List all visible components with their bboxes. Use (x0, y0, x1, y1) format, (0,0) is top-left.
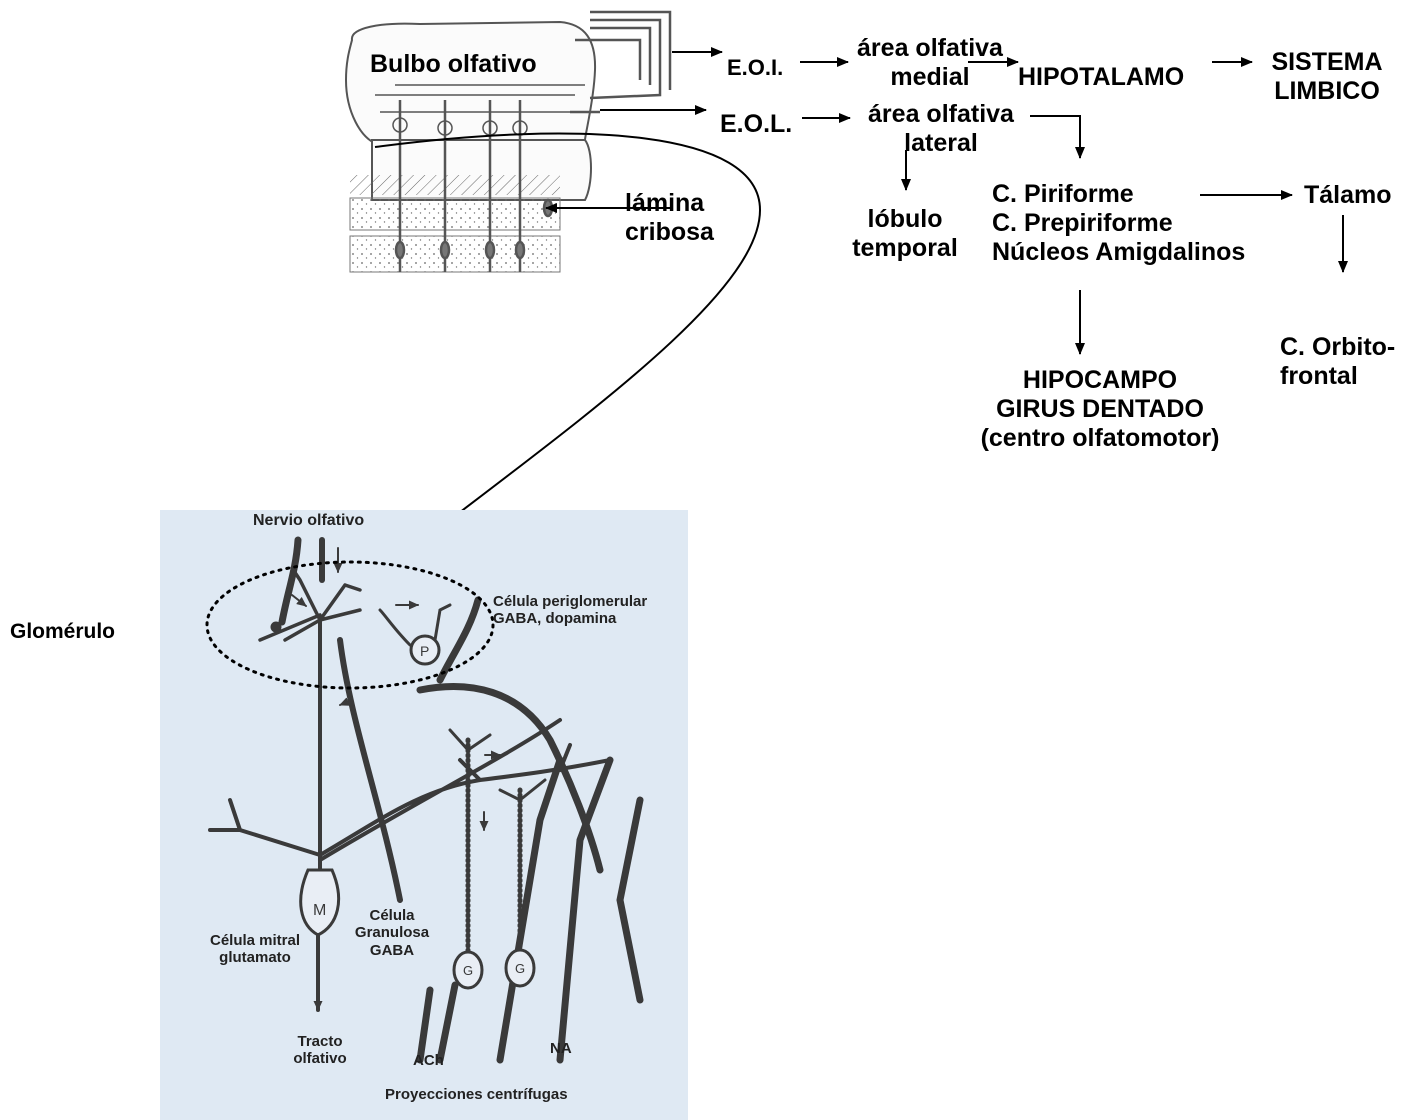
periglomerular-line-1: Célula periglomerular (493, 593, 647, 610)
hipocampo-line-2: GIRUS DENTADO (950, 395, 1250, 424)
periglomerular-line-2: GABA, dopamina (493, 610, 647, 627)
lobulo-line-1: lóbulo (840, 205, 970, 234)
orbitofrontal-line-2: frontal (1280, 362, 1395, 391)
area-medial-line-2: medial (840, 63, 1020, 92)
mitral-line-1: Célula mitral (185, 932, 325, 949)
label-ach: ACh (413, 1052, 444, 1069)
label-celula-mitral: Célula mitral glutamato (185, 932, 325, 967)
granule-soma-letter-1: G (463, 963, 473, 978)
label-talamo: Tálamo (1304, 181, 1392, 210)
sistema-limbico-line-2: LIMBICO (1252, 77, 1402, 106)
periglomerular-soma-letter: P (420, 643, 429, 659)
label-lobulo-temporal: lóbulo temporal (840, 205, 970, 263)
label-glomerulo: Glomérulo (10, 620, 115, 644)
cortex-prepiriforme: C. Prepiriforme (992, 209, 1245, 238)
label-area-medial: área olfativa medial (840, 34, 1020, 92)
label-celula-periglomerular: Célula periglomerular GABA, dopamina (493, 593, 647, 628)
lamina-line-1: lámina (625, 189, 714, 218)
label-orbitofrontal: C. Orbito- frontal (1280, 333, 1395, 391)
label-eol: E.O.L. (720, 110, 792, 139)
label-eoi: E.O.I. (727, 55, 783, 80)
hipocampo-line-3: (centro olfatomotor) (950, 424, 1250, 453)
label-tracto-olfativo: Tracto olfativo (270, 1033, 370, 1068)
mitral-line-2: glutamato (185, 949, 325, 966)
label-lamina-cribosa: lámina cribosa (625, 189, 714, 247)
label-nervio-olfativo: Nervio olfativo (253, 512, 364, 530)
nucleos-amigdalinos: Núcleos Amigdalinos (992, 238, 1245, 267)
area-lateral-line-2: lateral (846, 129, 1036, 158)
tracto-line-1: Tracto (270, 1033, 370, 1050)
hipocampo-line-1: HIPOCAMPO (950, 366, 1250, 395)
area-lateral-line-1: área olfativa (846, 100, 1036, 129)
label-sistema-limbico: SISTEMA LIMBICO (1252, 48, 1402, 106)
label-na: NA (550, 1040, 572, 1057)
label-hipocampo: HIPOCAMPO GIRUS DENTADO (centro olfatomo… (950, 366, 1250, 452)
label-hipotalamo: HIPOTALAMO (1018, 63, 1184, 92)
area-medial-line-1: área olfativa (840, 34, 1020, 63)
label-proyecciones-centrifugas: Proyecciones centrífugas (385, 1086, 568, 1103)
granulosa-line-1: Célula (352, 907, 432, 924)
granule-soma-letter-2: G (515, 961, 525, 976)
label-cortices: C. Piriforme C. Prepiriforme Núcleos Ami… (992, 180, 1245, 266)
granulosa-line-2: Granulosa (352, 924, 432, 941)
mitral-soma-letter: M (313, 902, 326, 919)
sistema-limbico-line-1: SISTEMA (1252, 48, 1402, 77)
cortex-piriforme: C. Piriforme (992, 180, 1245, 209)
label-bulbo-olfativo: Bulbo olfativo (370, 50, 537, 79)
label-area-lateral: área olfativa lateral (846, 100, 1036, 158)
arrow-lateral-to-cortices (1030, 116, 1080, 158)
cribriform-layers (350, 175, 560, 272)
label-celula-granulosa: Célula Granulosa GABA (352, 907, 432, 959)
lamina-line-2: cribosa (625, 218, 714, 247)
granulosa-line-3: GABA (352, 942, 432, 959)
tracto-line-2: olfativo (270, 1050, 370, 1067)
lobulo-line-2: temporal (840, 234, 970, 263)
orbitofrontal-line-1: C. Orbito- (1280, 333, 1395, 362)
